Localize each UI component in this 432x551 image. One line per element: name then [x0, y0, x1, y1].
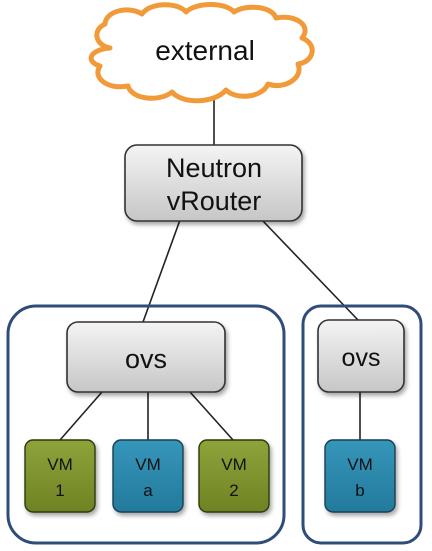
- vm-a-label-line1: VM: [135, 455, 161, 474]
- vm-b-label-line2: b: [355, 481, 364, 500]
- ovs-right-label: ovs: [342, 344, 381, 372]
- vm-a-label-line2: a: [143, 481, 153, 500]
- cloud-icon: [88, 2, 315, 104]
- ovs-right: ovs: [317, 319, 405, 393]
- vm-2: VM 2: [198, 439, 270, 513]
- ovs-left-label: ovs: [125, 344, 167, 374]
- host-left: ovs VM 1 VM a VM 2: [6, 304, 286, 545]
- vm-b-label-line1: VM: [347, 455, 373, 474]
- external-cloud: external: [88, 2, 315, 104]
- vm-2-label-line1: VM: [221, 455, 247, 474]
- vm-2-label-line2: 2: [229, 481, 238, 500]
- host-right-border: [301, 304, 423, 545]
- vm-1-label-line1: VM: [47, 455, 73, 474]
- ovs-left: ovs: [66, 321, 226, 393]
- router-label-line2: vRouter: [167, 186, 262, 216]
- host-right: ovs VM b: [301, 304, 423, 545]
- link-router-ovs-right: [261, 219, 359, 321]
- router-label-line1: Neutron: [166, 153, 262, 183]
- link-ovs-vm2: [189, 391, 234, 441]
- vm-1: VM 1: [24, 439, 96, 513]
- vm-a: VM a: [112, 439, 184, 513]
- vm-b: VM b: [324, 439, 396, 513]
- cloud-label: external: [155, 35, 255, 66]
- vm-1-label-line2: 1: [55, 481, 64, 500]
- link-ovs-vm1: [59, 391, 103, 441]
- neutron-router: Neutron vRouter: [124, 144, 303, 222]
- host-left-border: [6, 304, 286, 545]
